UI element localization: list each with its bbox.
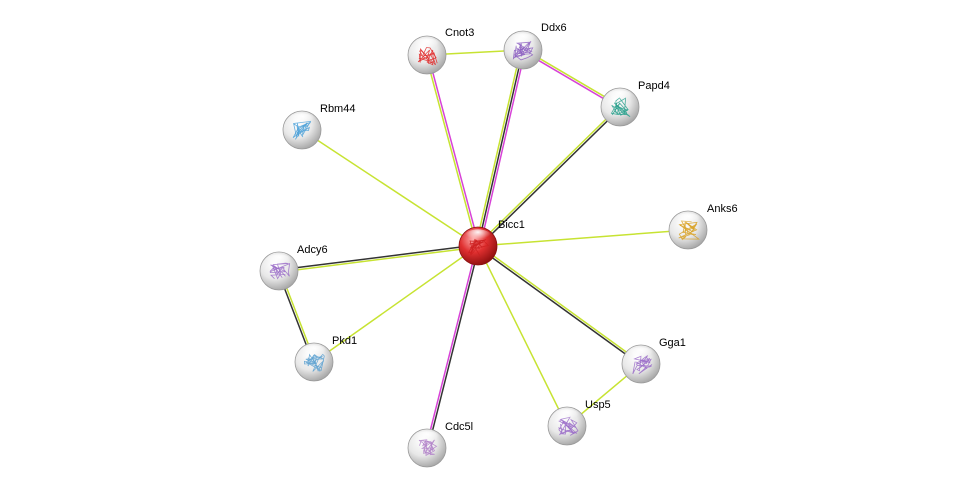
- edge-line-experiments: [479, 50, 526, 247]
- edge-line-coexpression: [477, 49, 524, 247]
- node-highlight: [606, 90, 634, 105]
- node-label-papd4: Papd4: [638, 80, 670, 92]
- edge-bicc1-anks6[interactable]: [477, 229, 689, 247]
- edge-bicc1-cdc5l[interactable]: [425, 245, 480, 449]
- node-anks6[interactable]: Anks6: [668, 203, 738, 250]
- edge-line-textmining: [476, 105, 620, 246]
- edge-line-coexpression: [476, 246, 641, 366]
- edge-line-experiments: [425, 245, 478, 448]
- edge-line-coexpression: [278, 244, 478, 271]
- node-rbm44[interactable]: Rbm44: [282, 103, 355, 150]
- node-label-pkd1: Pkd1: [332, 335, 357, 347]
- edge-bicc1-ddx6[interactable]: [475, 49, 526, 247]
- node-cnot3[interactable]: Cnot3: [407, 27, 474, 75]
- node-label-gga1: Gga1: [659, 337, 686, 349]
- edge-bicc1-usp5[interactable]: [477, 245, 568, 427]
- node-highlight: [265, 254, 293, 269]
- node-pkd1[interactable]: Pkd1: [294, 335, 357, 382]
- node-label-ddx6: Ddx6: [541, 22, 567, 34]
- edge-line-textmining: [301, 129, 479, 247]
- edge-bicc1-papd4[interactable]: [476, 105, 622, 248]
- edge-bicc1-rbm44[interactable]: [301, 129, 479, 247]
- edge-line-experiments: [427, 54, 480, 246]
- edge-bicc1-gga1[interactable]: [476, 244, 643, 366]
- node-highlight: [674, 213, 702, 228]
- node-label-usp5: Usp5: [585, 399, 611, 411]
- node-papd4[interactable]: Papd4: [600, 80, 670, 127]
- edge-line-coexpression: [478, 107, 622, 248]
- node-usp5[interactable]: Usp5: [547, 399, 611, 446]
- node-adcy6[interactable]: Adcy6: [259, 244, 328, 291]
- node-gga1[interactable]: Gga1: [621, 337, 686, 384]
- edge-bicc1-adcy6[interactable]: [278, 244, 479, 273]
- node-label-adcy6: Adcy6: [297, 244, 328, 256]
- node-highlight: [300, 345, 328, 360]
- node-highlight: [413, 38, 441, 53]
- node-highlight: [288, 113, 316, 128]
- node-bicc1[interactable]: Bicc1: [458, 219, 525, 266]
- node-highlight: [413, 431, 441, 446]
- edge-line-textmining: [475, 49, 522, 246]
- edge-line-textmining: [478, 244, 643, 364]
- node-label-cdc5l: Cdc5l: [445, 421, 473, 433]
- node-label-bicc1: Bicc1: [498, 219, 525, 231]
- edge-bicc1-pkd1[interactable]: [313, 245, 479, 363]
- edge-line-textmining: [425, 55, 478, 247]
- node-highlight: [553, 409, 581, 424]
- node-highlight: [509, 33, 537, 48]
- edge-line-coexpression: [427, 246, 480, 449]
- node-cdc5l[interactable]: Cdc5l: [407, 421, 473, 468]
- edge-line-textmining: [279, 246, 479, 273]
- node-label-anks6: Anks6: [707, 203, 738, 215]
- edge-line-textmining: [313, 245, 479, 363]
- edge-line-textmining: [477, 229, 689, 247]
- node-label-cnot3: Cnot3: [445, 27, 474, 39]
- node-highlight: [627, 347, 655, 362]
- node-ddx6[interactable]: Ddx6: [503, 22, 567, 70]
- edge-line-textmining: [477, 245, 568, 427]
- node-label-rbm44: Rbm44: [320, 103, 355, 115]
- edge-bicc1-cnot3[interactable]: [425, 54, 480, 247]
- node-highlight: [464, 229, 492, 244]
